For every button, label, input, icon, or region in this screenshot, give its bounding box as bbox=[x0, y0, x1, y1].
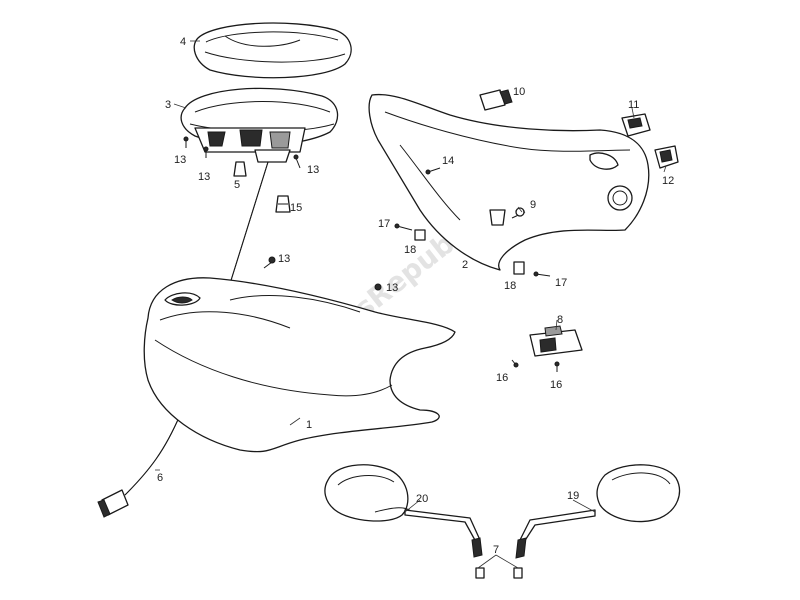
label-10: 10 bbox=[513, 86, 525, 98]
label-17-a: 17 bbox=[378, 218, 390, 230]
label-12: 12 bbox=[662, 175, 674, 187]
label-20: 20 bbox=[416, 493, 428, 505]
label-18-b: 18 bbox=[504, 280, 516, 292]
part-5-bulb bbox=[233, 161, 247, 177]
label-7: 7 bbox=[493, 544, 499, 556]
label-13-c: 13 bbox=[307, 164, 319, 176]
screw-13-c bbox=[293, 154, 301, 169]
part-8-connector bbox=[529, 325, 583, 357]
label-16-b: 16 bbox=[550, 379, 562, 391]
label-15: 15 bbox=[290, 202, 302, 214]
screw-13-a bbox=[183, 136, 189, 148]
screw-17-b bbox=[533, 271, 551, 277]
clip-18-b bbox=[513, 261, 525, 275]
part-10-switch bbox=[479, 89, 513, 111]
label-13-a: 13 bbox=[174, 154, 186, 166]
part-labels: 4 3 13 13 5 13 15 13 13 10 11 12 14 9 17… bbox=[157, 36, 674, 556]
label-18-a: 18 bbox=[404, 244, 416, 256]
screw-13-b bbox=[203, 146, 209, 158]
label-16-a: 16 bbox=[496, 372, 508, 384]
screw-16-a bbox=[511, 359, 519, 368]
part-2-rear-cover bbox=[368, 93, 650, 271]
part-1-front-cover bbox=[143, 277, 456, 453]
part-4-instrument-lens bbox=[193, 22, 352, 79]
label-11: 11 bbox=[628, 99, 639, 111]
label-14: 14 bbox=[442, 155, 454, 167]
part-3-instrument-cluster bbox=[180, 87, 339, 163]
clip-18-a bbox=[414, 229, 426, 241]
part-7-caps bbox=[475, 567, 523, 579]
leader-lines bbox=[155, 40, 667, 569]
screw-9 bbox=[511, 207, 526, 219]
part-6-speedometer-cable bbox=[97, 161, 269, 518]
label-13-d: 13 bbox=[278, 253, 290, 265]
part-12-switch bbox=[654, 145, 679, 169]
label-9: 9 bbox=[530, 199, 536, 211]
label-4: 4 bbox=[180, 36, 186, 48]
label-19: 19 bbox=[567, 490, 579, 502]
label-17-b: 17 bbox=[555, 277, 567, 289]
label-3: 3 bbox=[165, 99, 171, 111]
screw-13-e bbox=[374, 283, 382, 291]
label-13-e: 13 bbox=[386, 282, 398, 294]
label-2: 2 bbox=[462, 259, 468, 271]
label-1: 1 bbox=[306, 419, 312, 431]
part-15-bulb bbox=[275, 195, 291, 213]
part-19-right-mirror bbox=[515, 464, 681, 559]
screw-14 bbox=[425, 167, 441, 175]
label-5: 5 bbox=[234, 179, 240, 191]
part-20-left-mirror bbox=[324, 464, 483, 558]
label-8: 8 bbox=[557, 314, 563, 326]
screw-16-b bbox=[554, 361, 560, 372]
screw-17-a bbox=[394, 223, 413, 231]
label-13-b: 13 bbox=[198, 171, 210, 183]
part-11-switch bbox=[621, 113, 651, 137]
label-6: 6 bbox=[157, 472, 163, 484]
screw-13-d bbox=[263, 256, 276, 269]
